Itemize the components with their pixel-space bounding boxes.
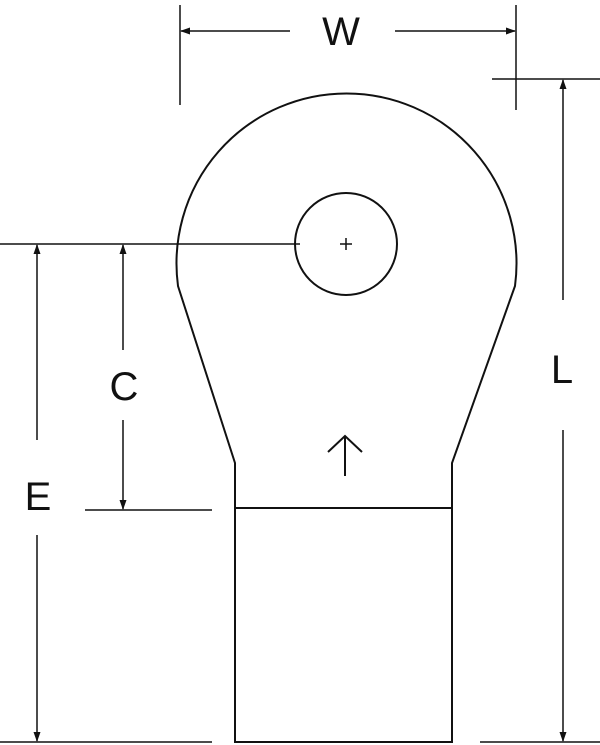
label-e: E [25,475,52,519]
label-l: L [551,348,573,392]
terminal-outline [175,92,518,743]
extension-lines [0,5,600,743]
center-mark [340,238,352,250]
insertion-arrow [327,434,363,476]
label-w: W [322,10,360,54]
label-c: C [110,365,139,409]
